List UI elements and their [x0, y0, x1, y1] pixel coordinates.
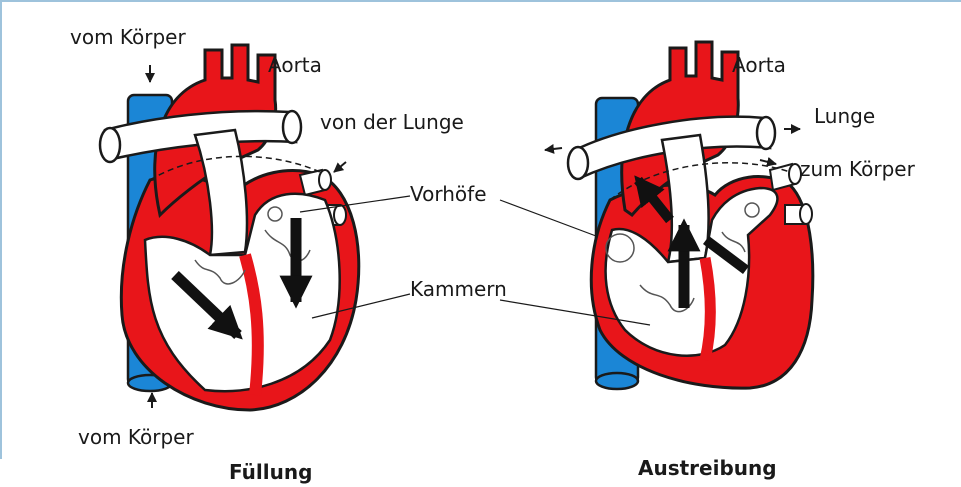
label-vom-koerper-top: vom Körper: [70, 27, 186, 47]
label-kammern: Kammern: [410, 279, 507, 299]
heart-ejection: [500, 42, 813, 389]
label-von-der-lunge: von der Lunge: [320, 112, 464, 132]
arrow-left-out: [545, 148, 562, 150]
caption-austreibung: Austreibung: [638, 458, 777, 478]
arrow-zum-koerper: [760, 160, 776, 164]
label-lunge: Lunge: [814, 106, 875, 126]
heart-filling: [100, 45, 410, 410]
label-vom-koerper-bottom: vom Körper: [78, 427, 194, 447]
label-vorhoefe: Vorhöfe: [410, 184, 487, 204]
label-aorta-right: Aorta: [732, 55, 786, 75]
label-aorta-left: Aorta: [268, 55, 322, 75]
leader-vorhoefe-right: [500, 200, 596, 236]
arrow-von-der-lunge: [334, 162, 346, 172]
caption-fuellung: Füllung: [229, 462, 312, 482]
label-zum-koerper: zum Körper: [800, 159, 915, 179]
